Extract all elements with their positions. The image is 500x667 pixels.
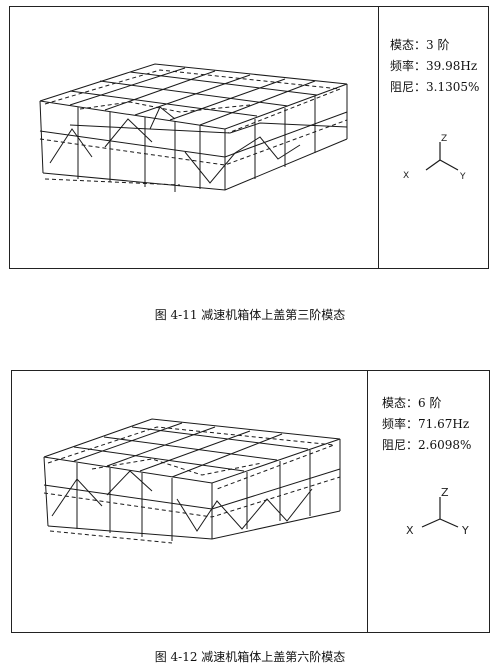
frequency-row: 频率：71.67Hz <box>382 414 471 435</box>
mode-info-block: 模态：3 阶 频率：39.98Hz 阻尼：3.1305% <box>390 35 479 98</box>
wireframe-model-mode-6 <box>43 418 341 544</box>
panel-divider <box>367 371 368 632</box>
mode-info-block: 模态：6 阶 频率：71.67Hz 阻尼：2.6098% <box>382 393 471 456</box>
panel-divider <box>378 7 379 268</box>
figure-4-12-caption: 图 4-12 减速机箱体上盖第六阶模态 <box>154 650 346 664</box>
frequency-value: 39.98Hz <box>426 59 478 73</box>
mode-value: 6 阶 <box>418 396 442 410</box>
coordinate-axes-icon: Z X Y <box>403 134 466 182</box>
x-axis-label: X <box>406 524 414 537</box>
mode-label: 模态： <box>382 396 419 410</box>
frequency-label: 频率： <box>390 59 427 73</box>
coordinate-axes-icon: Z X Y <box>406 486 469 537</box>
damping-value: 2.6098% <box>418 438 472 452</box>
damping-label: 阻尼： <box>390 80 427 94</box>
y-axis-label: Y <box>461 524 469 537</box>
frequency-label: 频率： <box>382 417 419 431</box>
frequency-row: 频率：39.98Hz <box>390 56 479 77</box>
z-axis-label: Z <box>441 486 449 499</box>
figure-4-11-caption: 图 4-11 减速机箱体上盖第三阶模态 <box>154 308 346 322</box>
mode-row: 模态：6 阶 <box>382 393 471 414</box>
mode-row: 模态：3 阶 <box>390 35 479 56</box>
y-axis-label: Y <box>459 172 466 182</box>
z-axis-label: Z <box>441 134 447 144</box>
figure-4-12-panel: 模态：6 阶 频率：71.67Hz 阻尼：2.6098% Z X Y <box>11 370 490 633</box>
mode-value: 3 阶 <box>426 38 450 52</box>
wireframe-model-mode-3 <box>39 63 348 192</box>
mode-label: 模态： <box>390 38 427 52</box>
figure-4-11-panel: 模态：3 阶 频率：39.98Hz 阻尼：3.1305% Z X Y <box>9 6 489 269</box>
frequency-value: 71.67Hz <box>418 417 470 431</box>
damping-row: 阻尼：3.1305% <box>390 77 479 98</box>
damping-row: 阻尼：2.6098% <box>382 435 471 456</box>
x-axis-label: X <box>403 171 409 181</box>
damping-value: 3.1305% <box>426 80 480 94</box>
damping-label: 阻尼： <box>382 438 419 452</box>
